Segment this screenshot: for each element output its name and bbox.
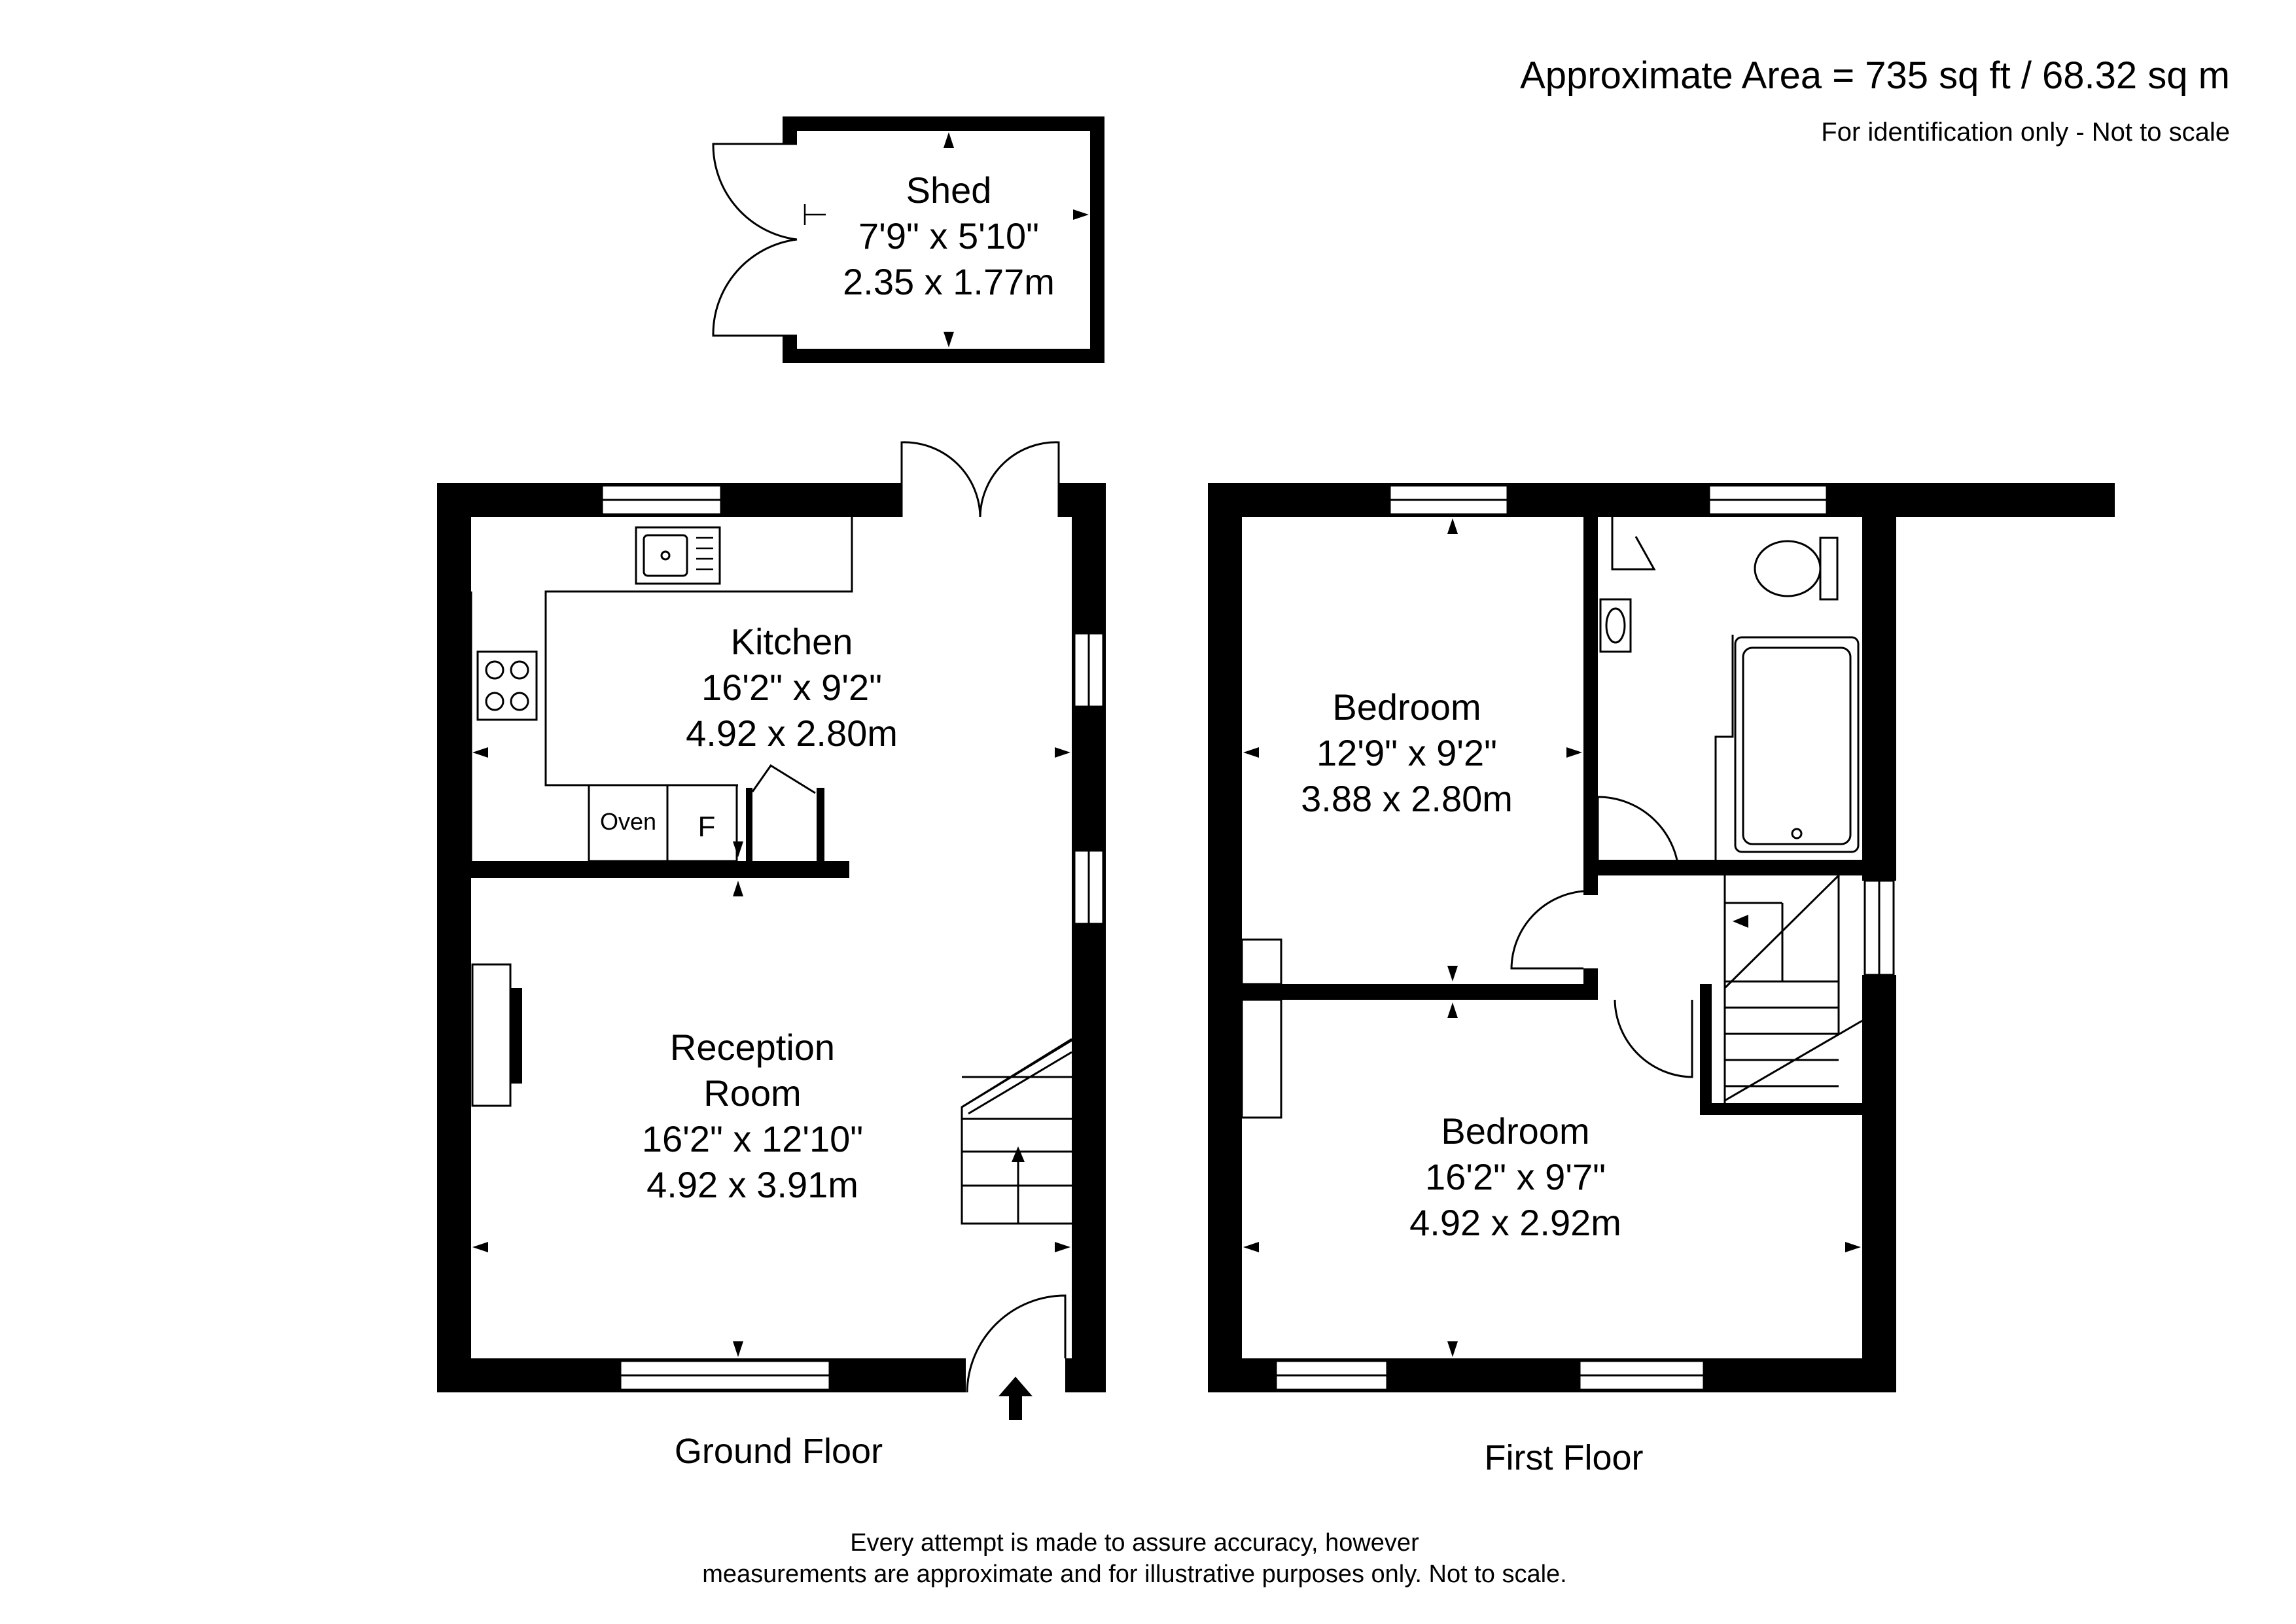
- shed-wall-left-bottom: [783, 336, 797, 363]
- ground-floor: Oven F: [437, 441, 1106, 1471]
- bath-icon: [1734, 636, 1860, 853]
- gf-staircase: [961, 1038, 1072, 1225]
- kitchen-name: Kitchen: [731, 621, 853, 662]
- sink-icon: [635, 526, 721, 585]
- bedroom2-door: [1614, 999, 1693, 1078]
- shed-name: Shed: [906, 169, 992, 211]
- ff-wall-right-upper: [1862, 483, 1896, 881]
- cupboard-door: [751, 764, 816, 794]
- reception-name-line2: Room: [703, 1072, 801, 1114]
- ff-wall-left: [1208, 483, 1242, 1392]
- gf-french-door-left: [900, 441, 981, 518]
- reception-metric: 4.92 x 3.91m: [646, 1164, 858, 1205]
- bedroom2-metric: 4.92 x 2.92m: [1409, 1202, 1621, 1243]
- bedroom1-metric: 3.88 x 2.80m: [1301, 778, 1513, 819]
- bedroom2-imperial: 16'2" x 9'7": [1425, 1156, 1606, 1197]
- bathroom-door: [1597, 796, 1680, 876]
- entrance-arrow-icon: [998, 1377, 1033, 1420]
- fridge-label: F: [698, 811, 716, 843]
- gf-wall-left: [437, 483, 471, 1392]
- gf-front-door: [966, 1294, 1067, 1393]
- shed-door-upper: [712, 143, 798, 241]
- shed-wall-top: [783, 116, 1104, 131]
- shed-metric: 2.35 x 1.77m: [843, 261, 1055, 302]
- bedroom1-door: [1510, 890, 1584, 970]
- shed-door-lower: [712, 238, 798, 337]
- disclaimer-line2: measurements are approximate and for ill…: [702, 1561, 1566, 1588]
- basin-icon: [1599, 598, 1632, 653]
- bedroom1-name: Bedroom: [1332, 686, 1481, 728]
- hob-icon: [476, 650, 538, 721]
- reception-imperial: 16'2" x 12'10": [642, 1118, 863, 1159]
- ground-floor-label: Ground Floor: [675, 1432, 883, 1471]
- toilet-icon: [1754, 540, 1822, 597]
- bedroom1-imperial: 12'9" x 9'2": [1316, 732, 1497, 773]
- toilet-cistern: [1819, 537, 1839, 601]
- scale-note: For identification only - Not to scale: [1821, 118, 2230, 147]
- chimney-breast: [471, 963, 512, 1107]
- shed-wall-right: [1090, 116, 1104, 363]
- gf-wall-right: [1072, 483, 1106, 1392]
- first-floor-label: First Floor: [1485, 1438, 1644, 1477]
- area-summary: Approximate Area = 735 sq ft / 68.32 sq …: [1520, 54, 2230, 97]
- disclaimer-line1: Every attempt is made to assure accuracy…: [850, 1529, 1419, 1557]
- fridge-unit: [666, 784, 738, 862]
- shed-wall-left-top: [783, 116, 797, 144]
- shed-imperial: 7'9" x 5'10": [858, 215, 1039, 256]
- stairs-up-arrow-icon: [1012, 1146, 1025, 1162]
- gf-internal-wall: [471, 861, 849, 878]
- ff-wall-top: [1208, 483, 2115, 517]
- ff-chimney-breast: [1241, 998, 1282, 1119]
- kitchen-imperial: 16'2" x 9'2": [701, 667, 882, 708]
- kitchen-metric: 4.92 x 2.80m: [686, 713, 898, 754]
- gf-wall-bottom-right: [1065, 1358, 1106, 1392]
- oven-label: Oven: [600, 808, 656, 835]
- shed: Shed 7'9" x 5'10" 2.35 x 1.77m: [712, 116, 1104, 363]
- bathroom-fixtures: [1599, 537, 1860, 860]
- ff-bath-wall-bottom: [1598, 860, 1862, 875]
- ff-bedroom-divider: [1242, 984, 1595, 1000]
- ff-wall-right-lower: [1862, 975, 1896, 1392]
- bedroom2-name: Bedroom: [1441, 1110, 1589, 1152]
- ff-bath-wall-left: [1583, 517, 1598, 895]
- gf-french-door-right: [979, 441, 1060, 518]
- ff-staircase: [1723, 874, 1863, 1103]
- stairs-arrow-icon: [1733, 915, 1748, 928]
- reception-name-line1: Reception: [670, 1027, 835, 1068]
- bathroom-cupboard: [1611, 517, 1656, 571]
- first-floor: Bedroom 12'9" x 9'2" 3.88 x 2.80m Bedroo…: [1208, 483, 2115, 1477]
- shed-wall-bottom: [783, 349, 1104, 363]
